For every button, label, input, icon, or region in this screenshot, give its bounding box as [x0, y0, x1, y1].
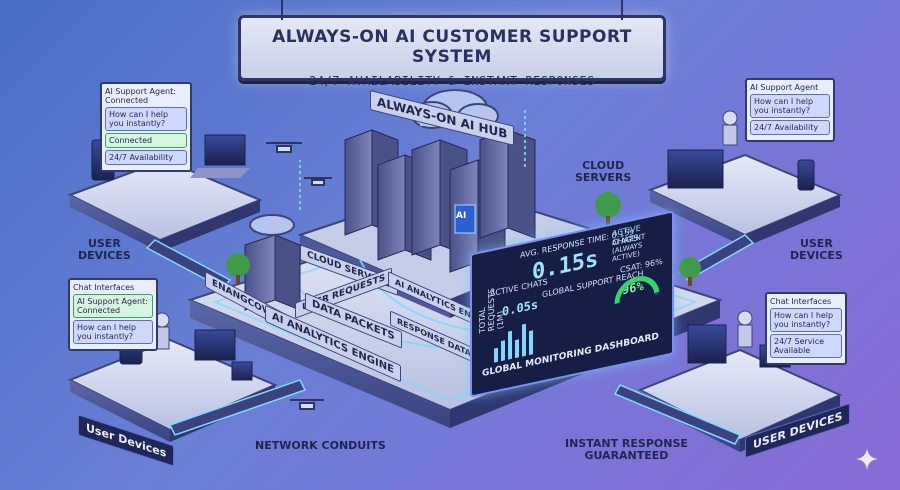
chat-message: Connected	[105, 133, 187, 148]
left-console	[244, 214, 301, 311]
chat-message: 24/7 Service Available	[770, 334, 842, 358]
chat-header: AI Support Agent	[750, 83, 819, 92]
user-devices-label-right: USER DEVICES	[790, 237, 843, 263]
csat-gauge-fill	[614, 276, 660, 304]
csat-gauge	[614, 276, 660, 304]
page-title: ALWAYS-ON AI CUSTOMER SUPPORT SYSTEM	[272, 27, 632, 67]
page-subtitle: 24/7 AVAILABILITY & INSTANT RESPONSES	[309, 74, 595, 88]
chat-message: How can I help you instantly?	[770, 308, 842, 332]
banner-rope	[621, 0, 623, 20]
server-badge: AI	[456, 211, 467, 221]
chat-panel-bottom-right: Chat Interfaces How can I help you insta…	[765, 292, 847, 365]
chat-message: How can I help you instantly?	[750, 94, 830, 118]
chat-message: How can I help you instantly?	[105, 107, 187, 131]
chat-message: 24/7 Availability	[105, 150, 187, 165]
user-devices-label-left: USER DEVICES	[78, 237, 131, 263]
network-conduits-label: NETWORK CONDUITS	[255, 439, 386, 452]
chat-message: 24/7 Availability	[750, 120, 830, 135]
chat-panel-top-left: AI Support Agent: Connected How can I he…	[100, 82, 192, 172]
drone-icon	[266, 142, 332, 410]
chat-message: How can I help you instantly?	[73, 320, 153, 344]
banner-rope	[281, 0, 283, 20]
instant-response-label: INSTANT RESPONSE GUARANTEED	[565, 437, 688, 463]
chat-panel-bottom-left: Chat Interfaces AI Support Agent: Connec…	[68, 278, 158, 351]
title-banner: ALWAYS-ON AI CUSTOMER SUPPORT SYSTEM 24/…	[238, 0, 666, 88]
requests-bar-chart	[494, 323, 533, 363]
platform-top-right	[647, 110, 843, 247]
active-label: ACTIVE CHATS	[490, 277, 548, 299]
server-towers	[344, 129, 536, 273]
cloud-servers-label: CLOUD SERVERS	[575, 159, 632, 185]
monitoring-dashboard: TOTAL REQUESTS (1M) AVG. RESPONSE TIME: …	[470, 210, 674, 398]
chat-header: Chat Interfaces	[73, 283, 135, 292]
sparkle-icon	[856, 448, 878, 470]
network-conduits	[145, 234, 755, 445]
trees	[226, 192, 701, 286]
chat-header: AI Support Agent: Connected	[105, 87, 176, 105]
chat-header: Chat Interfaces	[770, 297, 832, 306]
chat-message: AI Support Agent: Connected	[73, 294, 153, 318]
chat-panel-top-right: AI Support Agent How can I help you inst…	[745, 78, 835, 142]
